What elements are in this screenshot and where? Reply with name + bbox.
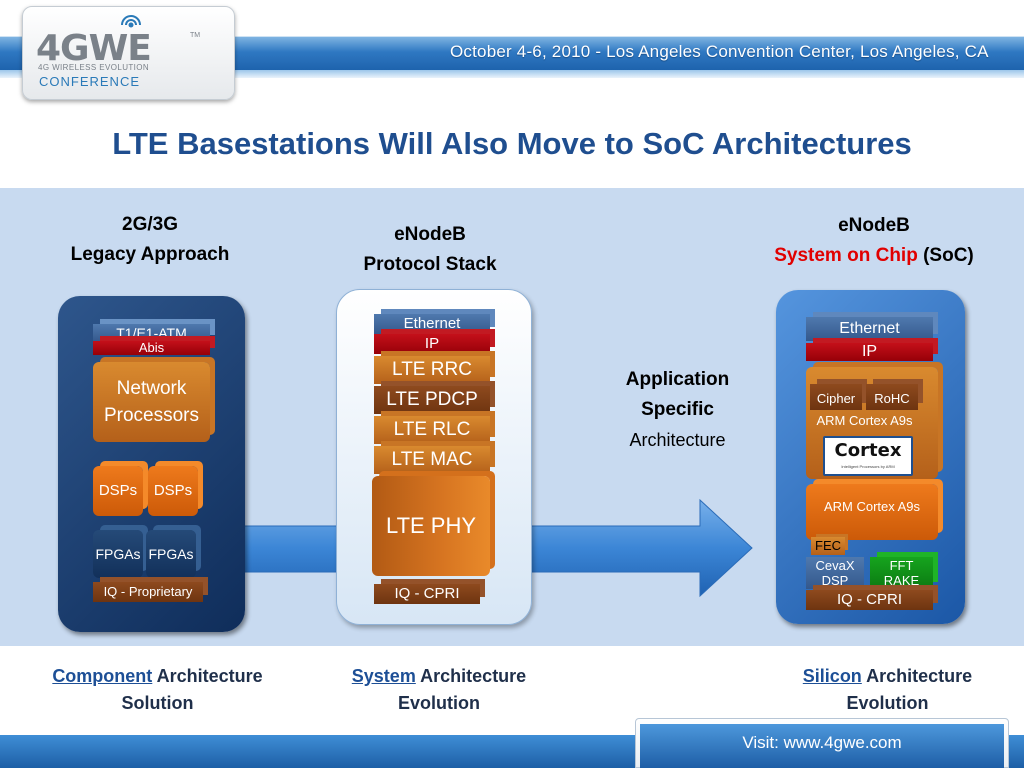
soc-block-fec: FEC [811, 537, 845, 555]
block-ip: IP [374, 334, 490, 354]
network-processors-line2: Processors [103, 405, 200, 426]
soc-heading-red: System on Chip [774, 245, 918, 266]
fft-line2: RAKE [883, 573, 920, 588]
wireless-signal-icon [121, 14, 141, 28]
block-dsp-1: DSPs [93, 466, 143, 516]
conference-logo [22, 6, 235, 100]
block-lte-phy: LTE PHY [372, 476, 490, 576]
soc-heading-line1: eNodeB [838, 215, 910, 236]
block-iq-cpri: IQ - CPRI [374, 584, 480, 604]
component-line2: Solution [121, 693, 194, 713]
block-lte-pdcp: LTE PDCP [374, 386, 490, 414]
block-iq-proprietary: IQ - Proprietary [93, 582, 203, 602]
system-line1: System Architecture [310, 663, 568, 690]
system-rest: Architecture [415, 666, 527, 686]
bottom-label-silicon: Silicon Architecture Evolution [760, 663, 1015, 717]
silicon-rest: Architecture [861, 666, 973, 686]
slide-title: LTE Basestations Will Also Move to SoC A… [112, 126, 912, 161]
event-info: October 4-6, 2010 - Los Angeles Conventi… [450, 42, 989, 61]
component-line1: Component Architecture [30, 663, 285, 690]
application-specific-label: Application Specific Architecture [590, 365, 765, 455]
block-abis: Abis [93, 341, 210, 355]
block-ethernet: Ethernet [374, 314, 490, 334]
silicon-line1: Silicon Architecture [760, 663, 1015, 690]
cevax-line2: DSP [821, 573, 849, 588]
logo-conference: CONFERENCE [39, 74, 141, 89]
block-t1e1-atm: T1/E1-ATM [93, 324, 210, 342]
soc-block-cipher: Cipher [810, 384, 862, 410]
cortex-logo-tagline: Intelligent Processors by ARM [841, 464, 895, 469]
soc-block-fft-rake: FFT RAKE [870, 557, 933, 589]
soc-heading-rest: (SoC) [917, 245, 974, 266]
logo-subtitle: 4G WIRELESS EVOLUTION [38, 63, 150, 72]
logo-wordmark: 4GWE [36, 28, 152, 69]
system-underlined: System [351, 666, 416, 686]
bottom-label-system: System Architecture Evolution [310, 663, 568, 717]
cortex-logo-text: Cortex [834, 440, 902, 461]
network-processors-line1: Network [116, 378, 187, 399]
header-band-glow [0, 70, 1024, 78]
stack-heading: eNodeB Protocol Stack [320, 220, 540, 280]
component-underlined: Component [52, 666, 153, 686]
stack-heading-line2: Protocol Stack [363, 254, 497, 275]
legacy-heading: 2G/3G Legacy Approach [40, 210, 260, 270]
footer-tab [640, 724, 1004, 768]
block-lte-rlc: LTE RLC [374, 416, 490, 444]
soc-block-arm-cortex-lower: ARM Cortex A9s [806, 484, 938, 540]
block-fpga-2: FPGAs [146, 530, 196, 578]
legacy-heading-line1: 2G/3G [122, 214, 178, 235]
soc-arm-cortex-label-1: ARM Cortex A9s [816, 413, 913, 428]
app-label-line1: Application [625, 369, 730, 390]
app-label-line3: Architecture [629, 430, 726, 450]
logo-trademark: TM [190, 32, 201, 39]
soc-block-ip: IP [806, 343, 933, 361]
soc-block-ethernet: Ethernet [806, 317, 933, 341]
soc-heading: eNodeB System on Chip (SoC) [744, 211, 1004, 271]
soc-block-cevax-dsp: CevaX DSP [806, 557, 864, 589]
bottom-label-component: Component Architecture Solution [30, 663, 285, 717]
block-dsp-2: DSPs [148, 466, 198, 516]
component-rest: Architecture [152, 666, 263, 686]
footer-website-link[interactable]: Visit: www.4gwe.com [742, 733, 902, 752]
arm-cortex-logo: Cortex Intelligent Processors by ARM [823, 436, 913, 476]
app-label-line2: Specific [641, 399, 714, 420]
block-fpga-1: FPGAs [93, 530, 143, 578]
silicon-underlined: Silicon [802, 666, 862, 686]
legacy-heading-line2: Legacy Approach [70, 244, 230, 265]
block-lte-mac: LTE MAC [374, 446, 490, 474]
system-line2: Evolution [398, 693, 480, 713]
block-network-processors: Network Processors [93, 362, 210, 442]
soc-block-rohc: RoHC [866, 384, 918, 410]
silicon-line2: Evolution [846, 693, 929, 713]
stack-heading-line1: eNodeB [394, 224, 466, 245]
soc-heading-line2: System on Chip (SoC) [744, 241, 1004, 271]
block-lte-rrc: LTE RRC [374, 356, 490, 384]
soc-block-iq-cpri: IQ - CPRI [806, 590, 933, 610]
fft-line1: FFT [889, 558, 914, 573]
cevax-line1: CevaX [815, 558, 855, 573]
